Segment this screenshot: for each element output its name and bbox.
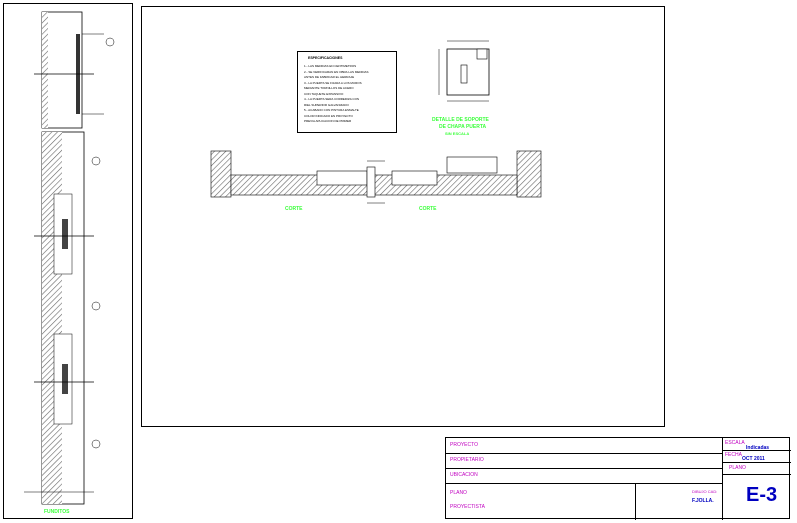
escala-value: Indicadas [746, 445, 770, 451]
notes-box: ESPECIFICACIONES 1.- LAS MEDIDAS EN CENT… [297, 51, 397, 133]
ubicacion-label: UBICACION [450, 472, 478, 478]
section-label-b: CORTE [419, 206, 437, 212]
section-label-a: CORTE [285, 206, 303, 212]
note-line: COLOR INDICADO EN PROYECTO [304, 113, 353, 118]
detail-title-line2: DE CHAPA PUERTA [439, 124, 487, 130]
note-line: MEDIANTE TORNILLOS DE ACERO [304, 86, 354, 90]
plano-label: PLANO [450, 490, 467, 496]
notes-title: ESPECIFICACIONES [308, 56, 343, 60]
main-drawing-frame: ESPECIFICACIONES 1.- LAS MEDIDAS EN CENT… [141, 6, 665, 427]
support-detail-drawing [438, 40, 490, 102]
fecha-value: OCT 2011 [742, 456, 765, 462]
dibujo-value: F.JOLLA. [692, 498, 714, 504]
proyectista-label: PROYECTISTA [450, 504, 485, 510]
note-line: 1.- LAS MEDIDAS EN CENTIMETROS [304, 64, 357, 68]
note-line: RIEL SUPERIOR GALVANIZADO [304, 102, 349, 107]
plano-no-label: PLANO [729, 465, 746, 471]
note-line: ANTES DE FABRICAR EL HERRAJE [304, 75, 355, 79]
section-drawing [210, 150, 542, 204]
escala-label: ESCALA [725, 440, 745, 446]
title-block: PROYECTO PROPIETARIO UBICACION PLANO PRO… [445, 437, 791, 520]
fecha-label: FECHA [725, 452, 742, 458]
dibujo-label: DIBUJO CAD: [692, 489, 718, 494]
note-line: 5.- ACABADO CON PINTURA ESMALTE [304, 108, 359, 112]
note-line: 2.- SE VERIFICARAN EN OBRA LAS MEDIDAS [304, 69, 369, 74]
detail-subtitle: SIN ESCALA [445, 131, 470, 136]
propietario-label: PROPIETARIO [450, 457, 484, 463]
sheet-number: E-3 [746, 484, 778, 506]
note-line: PREVIA APLICACION DE PRIMER [304, 119, 352, 123]
left-panel: FUNDITOS [3, 3, 133, 519]
detail-title-line1: DETALLE DE SOPORTE [432, 117, 489, 123]
note-line: CON TAQUETE EXPANSIVO [304, 91, 344, 96]
proyecto-label: PROYECTO [450, 442, 478, 448]
left-section-drawing [24, 11, 115, 505]
left-panel-caption: FUNDITOS [44, 509, 70, 515]
note-line: 3.- LA PUERTA SE FIJARA A LOS MUROS [304, 80, 362, 85]
note-line: 4.- LA PUERTA SERA CORREDIZA CON [304, 97, 360, 101]
